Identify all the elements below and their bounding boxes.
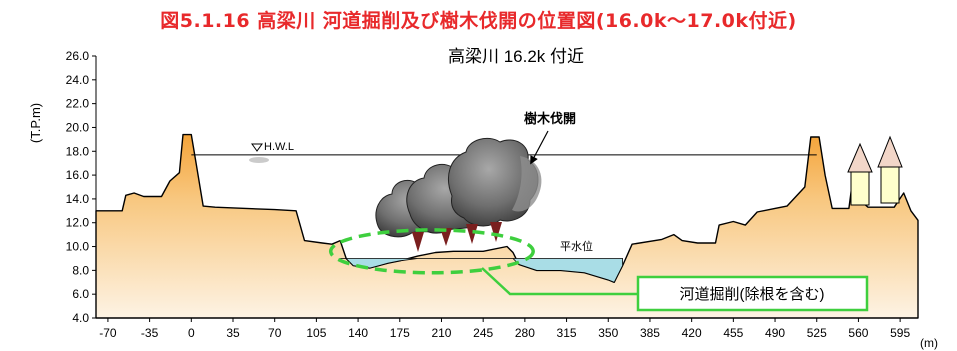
y-tick-label: 26.0: [66, 49, 90, 63]
x-axis-unit: (m): [920, 336, 938, 350]
excavation-zone-outline: [328, 228, 535, 275]
normal-water-surface: [340, 258, 623, 283]
tree-trunk: [412, 232, 424, 252]
excavation-callout-leader: [481, 267, 638, 296]
y-tick-label: 20.0: [66, 120, 90, 134]
figure-title: 図5.1.16 高梁川 河道掘削及び樹木伐開の位置図(16.0k～17.0k付近…: [160, 10, 797, 32]
y-tick-label: 14.0: [66, 192, 90, 206]
excavation-label: 河道掘削(除根を含む): [680, 286, 825, 303]
section-title: 高梁川 16.2k 付近: [448, 47, 584, 66]
x-tick-label: 455: [723, 326, 743, 340]
x-tick-label: 315: [557, 326, 577, 340]
tree-clearing-label: 樹木伐開: [524, 111, 576, 126]
x-tick-label: 140: [348, 326, 368, 340]
x-tick-label: 595: [890, 326, 910, 340]
normal-water-label: 平水位: [560, 239, 593, 253]
x-tick-label: 210: [431, 326, 451, 340]
y-tick-label: 4.0: [72, 311, 89, 325]
excavation-callout-box: [636, 275, 869, 312]
tree-trunk: [490, 222, 502, 242]
x-tick-label: 245: [473, 326, 493, 340]
tree-trunk: [440, 228, 452, 246]
y-tick-label: 8.0: [72, 263, 89, 277]
y-tick-label: 6.0: [72, 287, 89, 301]
x-tick-label: 385: [640, 326, 660, 340]
hwl-marker: H.W.L: [249, 141, 294, 163]
x-tick-label: -35: [141, 326, 159, 340]
x-tick-label: 70: [268, 326, 282, 340]
tree-cluster: [375, 137, 542, 252]
y-tick-label: 10.0: [66, 240, 90, 254]
tree-clearing-arrow: [530, 130, 549, 165]
x-tick-label: 175: [390, 326, 410, 340]
x-tick-label: 280: [515, 326, 535, 340]
hwl-triangle-icon: [251, 143, 263, 152]
x-tick-label: 105: [306, 326, 326, 340]
x-tick-label: -70: [99, 326, 117, 340]
tree-canopy-shadow: [512, 156, 542, 212]
x-tick-label: 0: [188, 326, 195, 340]
house-icon: [877, 135, 903, 204]
hwl-shadow: [249, 157, 269, 163]
x-tick-label: 490: [765, 326, 785, 340]
y-tick-label: 12.0: [66, 216, 90, 230]
x-axis-ticks: -70 -35 0 35 70 105 140 175 210 245 280 315 350 385 42…: [99, 318, 910, 340]
x-tick-label: 560: [848, 326, 868, 340]
house-icon: [847, 142, 873, 206]
tree-trunk: [466, 224, 478, 244]
y-axis-label: (T.P.m): [28, 103, 43, 143]
y-tick-label: 24.0: [66, 73, 90, 87]
x-tick-label: 420: [682, 326, 702, 340]
y-tick-label: 22.0: [66, 97, 90, 111]
x-tick-label: 350: [598, 326, 618, 340]
y-axis-ticks: 4.0 6.0 8.0 10.0 12.0 14.0 16.0 18.0 20.0 22.0 24.…: [66, 49, 96, 325]
hwl-label: H.W.L: [264, 141, 294, 153]
x-tick-label: 35: [226, 326, 240, 340]
x-tick-label: 525: [807, 326, 827, 340]
y-tick-label: 16.0: [66, 168, 90, 182]
y-tick-label: 18.0: [66, 144, 90, 158]
